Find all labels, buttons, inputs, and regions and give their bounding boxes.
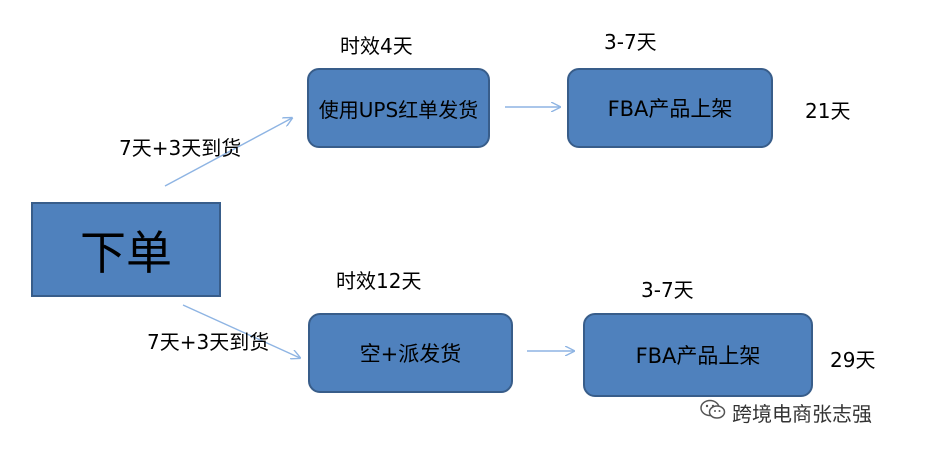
- air-ship-node: 空+派发货: [308, 313, 513, 393]
- arrow-order-to-air: [182, 304, 300, 358]
- top-arrive-label: 7天+3天到货: [119, 136, 242, 160]
- bottom-shelf-time-label: 3-7天: [641, 278, 694, 302]
- top-total-label: 21天: [805, 99, 851, 123]
- order-node: 下单: [31, 202, 221, 297]
- bottom-fba-shelf-node-label: FBA产品上架: [635, 344, 761, 368]
- order-node-label: 下单: [80, 225, 172, 280]
- bottom-total-label: 29天: [830, 348, 876, 372]
- top-fba-shelf-node-label: FBA产品上架: [607, 97, 733, 121]
- ups-ship-node: 使用UPS红单发货: [307, 68, 490, 148]
- bottom-ship-time-label: 时效12天: [336, 269, 422, 293]
- bottom-arrive-label: 7天+3天到货: [147, 330, 270, 354]
- air-ship-node-label: 空+派发货: [359, 342, 462, 366]
- wechat-icon: [700, 399, 726, 426]
- top-fba-shelf-node: FBA产品上架: [567, 68, 773, 148]
- watermark: 跨境电商张志强: [700, 398, 872, 427]
- top-ship-time-label: 时效4天: [340, 34, 413, 58]
- bottom-fba-shelf-node: FBA产品上架: [583, 313, 813, 397]
- top-shelf-time-label: 3-7天: [604, 30, 657, 54]
- arrow-order-to-ups: [164, 118, 292, 187]
- watermark-text: 跨境电商张志强: [732, 402, 872, 426]
- ups-ship-node-label: 使用UPS红单发货: [318, 97, 479, 122]
